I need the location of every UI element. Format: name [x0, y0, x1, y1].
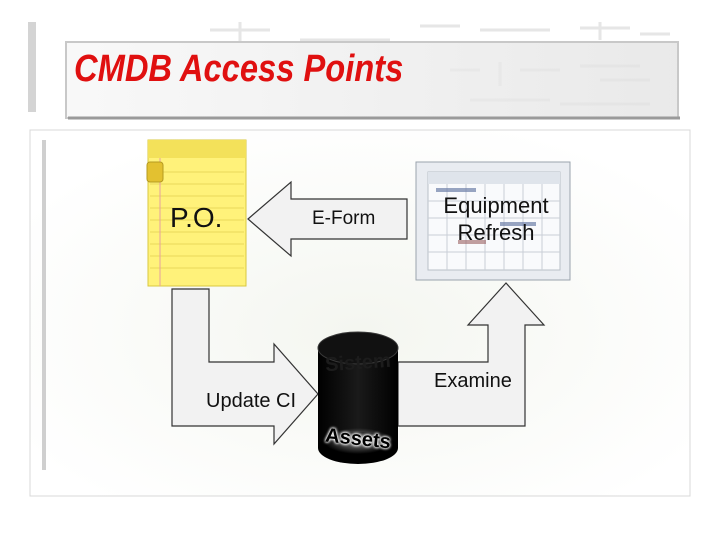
equipment-refresh-line1: Equipment [443, 193, 549, 218]
examine-label: Examine [434, 370, 512, 392]
title-box [66, 42, 678, 118]
content-panel-border [29, 129, 691, 497]
eform-label: E-Form [312, 208, 376, 229]
update-ci-label: Update CI [206, 390, 297, 412]
update-ci-arrow [171, 288, 319, 446]
po-label: P.O. [170, 202, 223, 233]
paperclip-icon [146, 161, 164, 183]
slide-title: CMDB Access Points [74, 48, 404, 90]
equipment-refresh-line2: Refresh [457, 220, 535, 245]
calendar-board [415, 161, 571, 281]
eform-arrow [247, 180, 408, 258]
database-cylinder [317, 331, 399, 464]
calendar-grid [428, 184, 560, 270]
title-left-bar [28, 22, 36, 112]
examine-arrow [397, 282, 546, 427]
po-notepad [146, 139, 247, 287]
equipment-refresh-label: Equipment Refresh [432, 192, 560, 246]
